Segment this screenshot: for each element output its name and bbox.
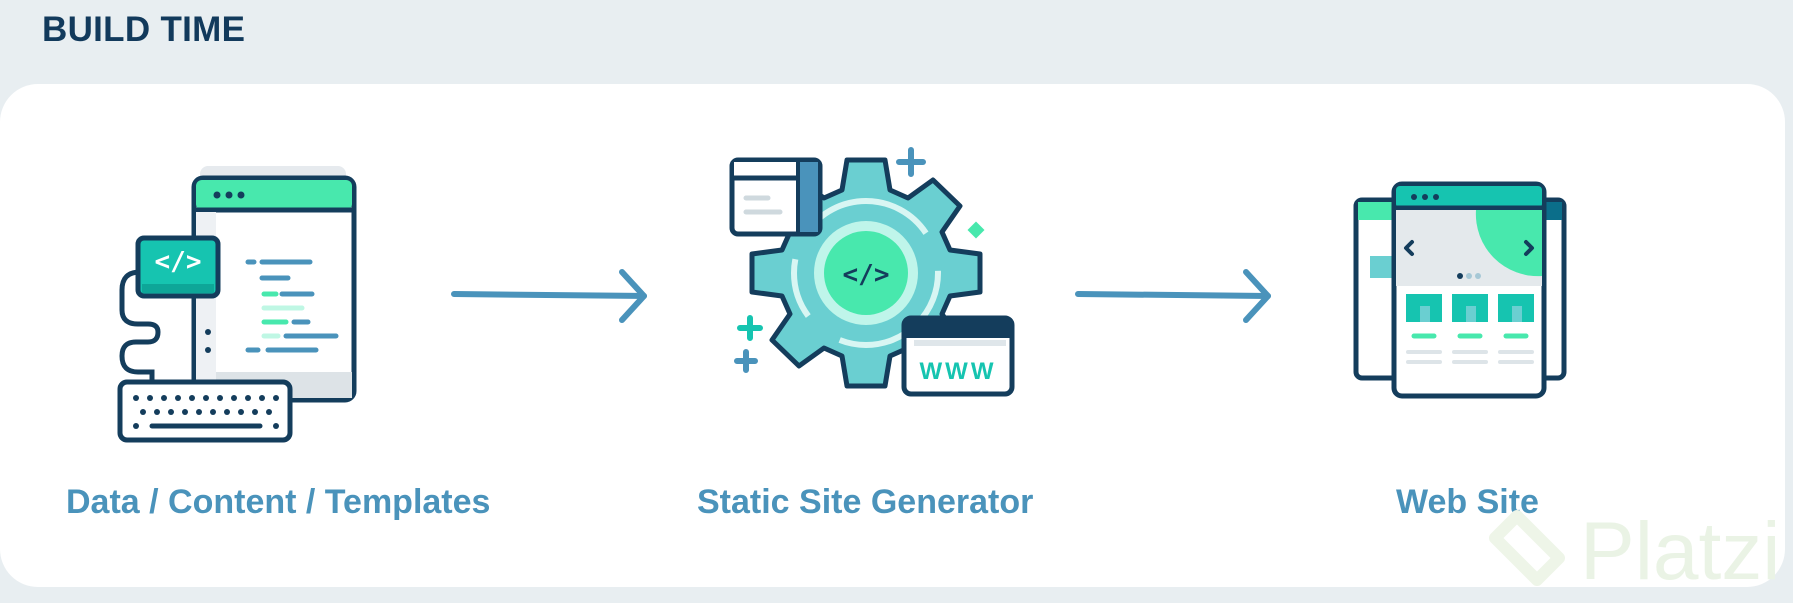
www-icon: WWW	[920, 358, 997, 385]
gear-code-icon: </> WWW	[729, 147, 1015, 397]
arrow-right-icon	[451, 269, 647, 323]
code-tag-icon: </>	[155, 247, 202, 277]
code-tag-icon: </>	[843, 260, 890, 290]
platzi-watermark: Platzi	[1580, 506, 1781, 597]
step-label-static-site-generator: Static Site Generator	[697, 483, 1034, 521]
website-pages-icon	[1353, 181, 1567, 399]
arrow-right-icon	[1075, 269, 1271, 323]
page-title: BUILD TIME	[42, 10, 246, 49]
step-label-data-content-templates: Data / Content / Templates	[66, 483, 491, 521]
code-editor-keyboard-icon: </>	[117, 166, 357, 443]
platzi-logo-icon	[1489, 510, 1565, 586]
